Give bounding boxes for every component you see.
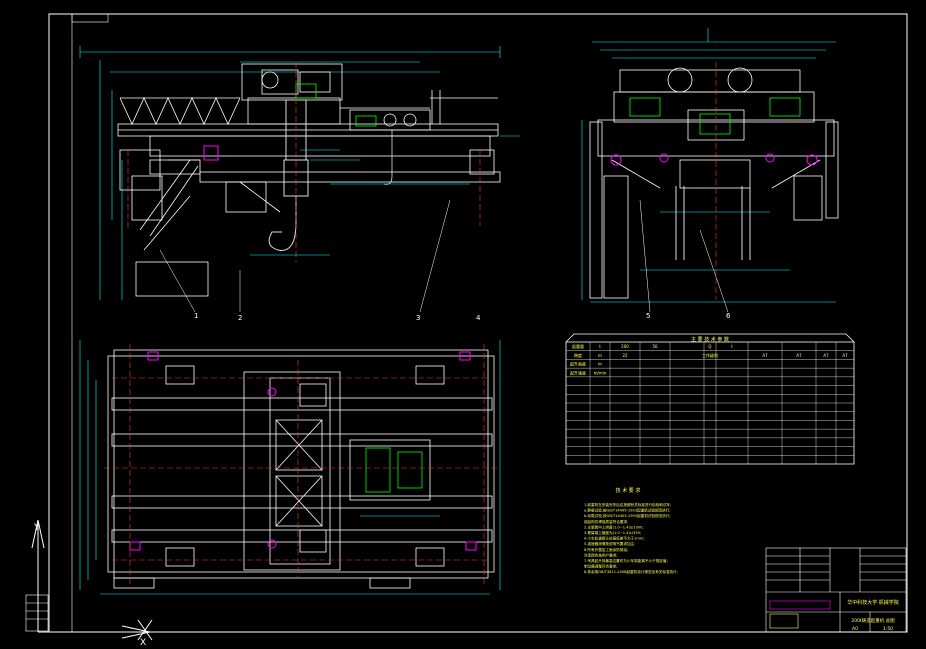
axis-label-x: X xyxy=(140,638,146,648)
table-cell: 工作级别 xyxy=(702,352,718,358)
technical-notes: 技 术 要 求 1.起重机在安装完毕后应按照有关标准进行检验和试车; a.静载试… xyxy=(584,487,678,574)
side-tongs-icon xyxy=(675,186,751,260)
title-scale: 1:50 xyxy=(883,626,893,632)
balloon-6: 6 xyxy=(726,312,731,320)
balloon-1: 1 xyxy=(194,312,198,320)
note-line: 7.吊具起升到最高位置时与小车架距离不小于规定值; xyxy=(584,558,668,563)
table-cell: t xyxy=(731,344,733,349)
main-hook-icon xyxy=(268,99,309,251)
table-cell: 起重量 xyxy=(572,343,584,349)
table-cell: m/min xyxy=(594,370,607,375)
notes-heading: 技 术 要 求 xyxy=(616,487,641,494)
drawing-border xyxy=(48,13,908,633)
note-line: b.动载试验,按GB/T14405-1993起重机试验规范执行; xyxy=(584,513,671,518)
table-cell: A7 xyxy=(796,353,802,358)
table-cell: m xyxy=(598,362,602,367)
note-line: 8.其余按GB/T3811-2008起重机设计规范及有关标准执行; xyxy=(584,569,678,574)
ucs-icon xyxy=(31,519,153,641)
table-cell: 50 xyxy=(652,344,658,349)
balloon-5: 5 xyxy=(646,312,650,320)
top-left-code-box xyxy=(71,13,109,23)
note-line: 2.主梁跨中上拱度(1.0~1.4)S/1000; xyxy=(584,524,644,529)
aux-hook-icon xyxy=(383,130,393,185)
axis-label-y: Y xyxy=(33,523,40,533)
title-company: 华中科技大学 机械学院 xyxy=(847,599,899,606)
note-line: a.静载试验,按GB/T14405-1993起重机试验规范执行; xyxy=(584,508,671,513)
note-line: 6.所有外露加工面涂防锈油; xyxy=(584,547,628,552)
side-elevation-view xyxy=(581,28,839,313)
note-line: 1.起重机在安装完毕后应按照有关标准进行检验和试车; xyxy=(584,502,671,507)
table-cell: 200 xyxy=(621,344,629,349)
table-cell: A7 xyxy=(762,353,768,358)
balloon-3: 3 xyxy=(416,314,420,322)
left-sign-strip xyxy=(25,594,49,632)
table-cell: 起升速度 xyxy=(570,369,586,375)
plan-view xyxy=(79,340,501,595)
note-line: 5.减速器润滑按说明书要求加注; xyxy=(584,541,635,546)
table-cell: t xyxy=(599,344,601,349)
front-top-dimensions xyxy=(79,46,501,73)
inner-border xyxy=(71,13,908,633)
note-line: 制动器调整符合要求; xyxy=(584,564,618,569)
title-block xyxy=(765,547,907,633)
note-line: 3.悬臂端上翘度为(1.0~1.4)L/350; xyxy=(584,530,641,535)
table-cell: m xyxy=(598,353,602,358)
note-line: 钢结构件焊接质量符合要求; xyxy=(584,519,628,524)
balloon-4: 4 xyxy=(476,314,481,322)
front-center-lines xyxy=(127,62,481,262)
front-elevation-view xyxy=(79,46,520,313)
title-drawing-name: 200t铸造起重机 总图 xyxy=(851,617,895,624)
table-cell: 起升高度 xyxy=(570,361,586,367)
title-sheet: A0 xyxy=(852,626,858,632)
parameter-table-title: 主 要 技 术 参 数 xyxy=(691,336,729,343)
note-line: 涂漆颜色按用户要求; xyxy=(584,552,618,557)
table-cell: A7 xyxy=(823,353,829,358)
note-line: 4.小车轨道接头处高低差不大于1mm; xyxy=(584,536,645,541)
table-cell: 22 xyxy=(622,353,628,358)
balloon-2: 2 xyxy=(238,314,242,322)
balloon-labels: 1 2 3 4 5 6 xyxy=(194,312,731,322)
table-cell: Q xyxy=(708,344,711,349)
table-cell: A7 xyxy=(842,353,848,358)
table-cell: 跨度 xyxy=(574,352,582,358)
